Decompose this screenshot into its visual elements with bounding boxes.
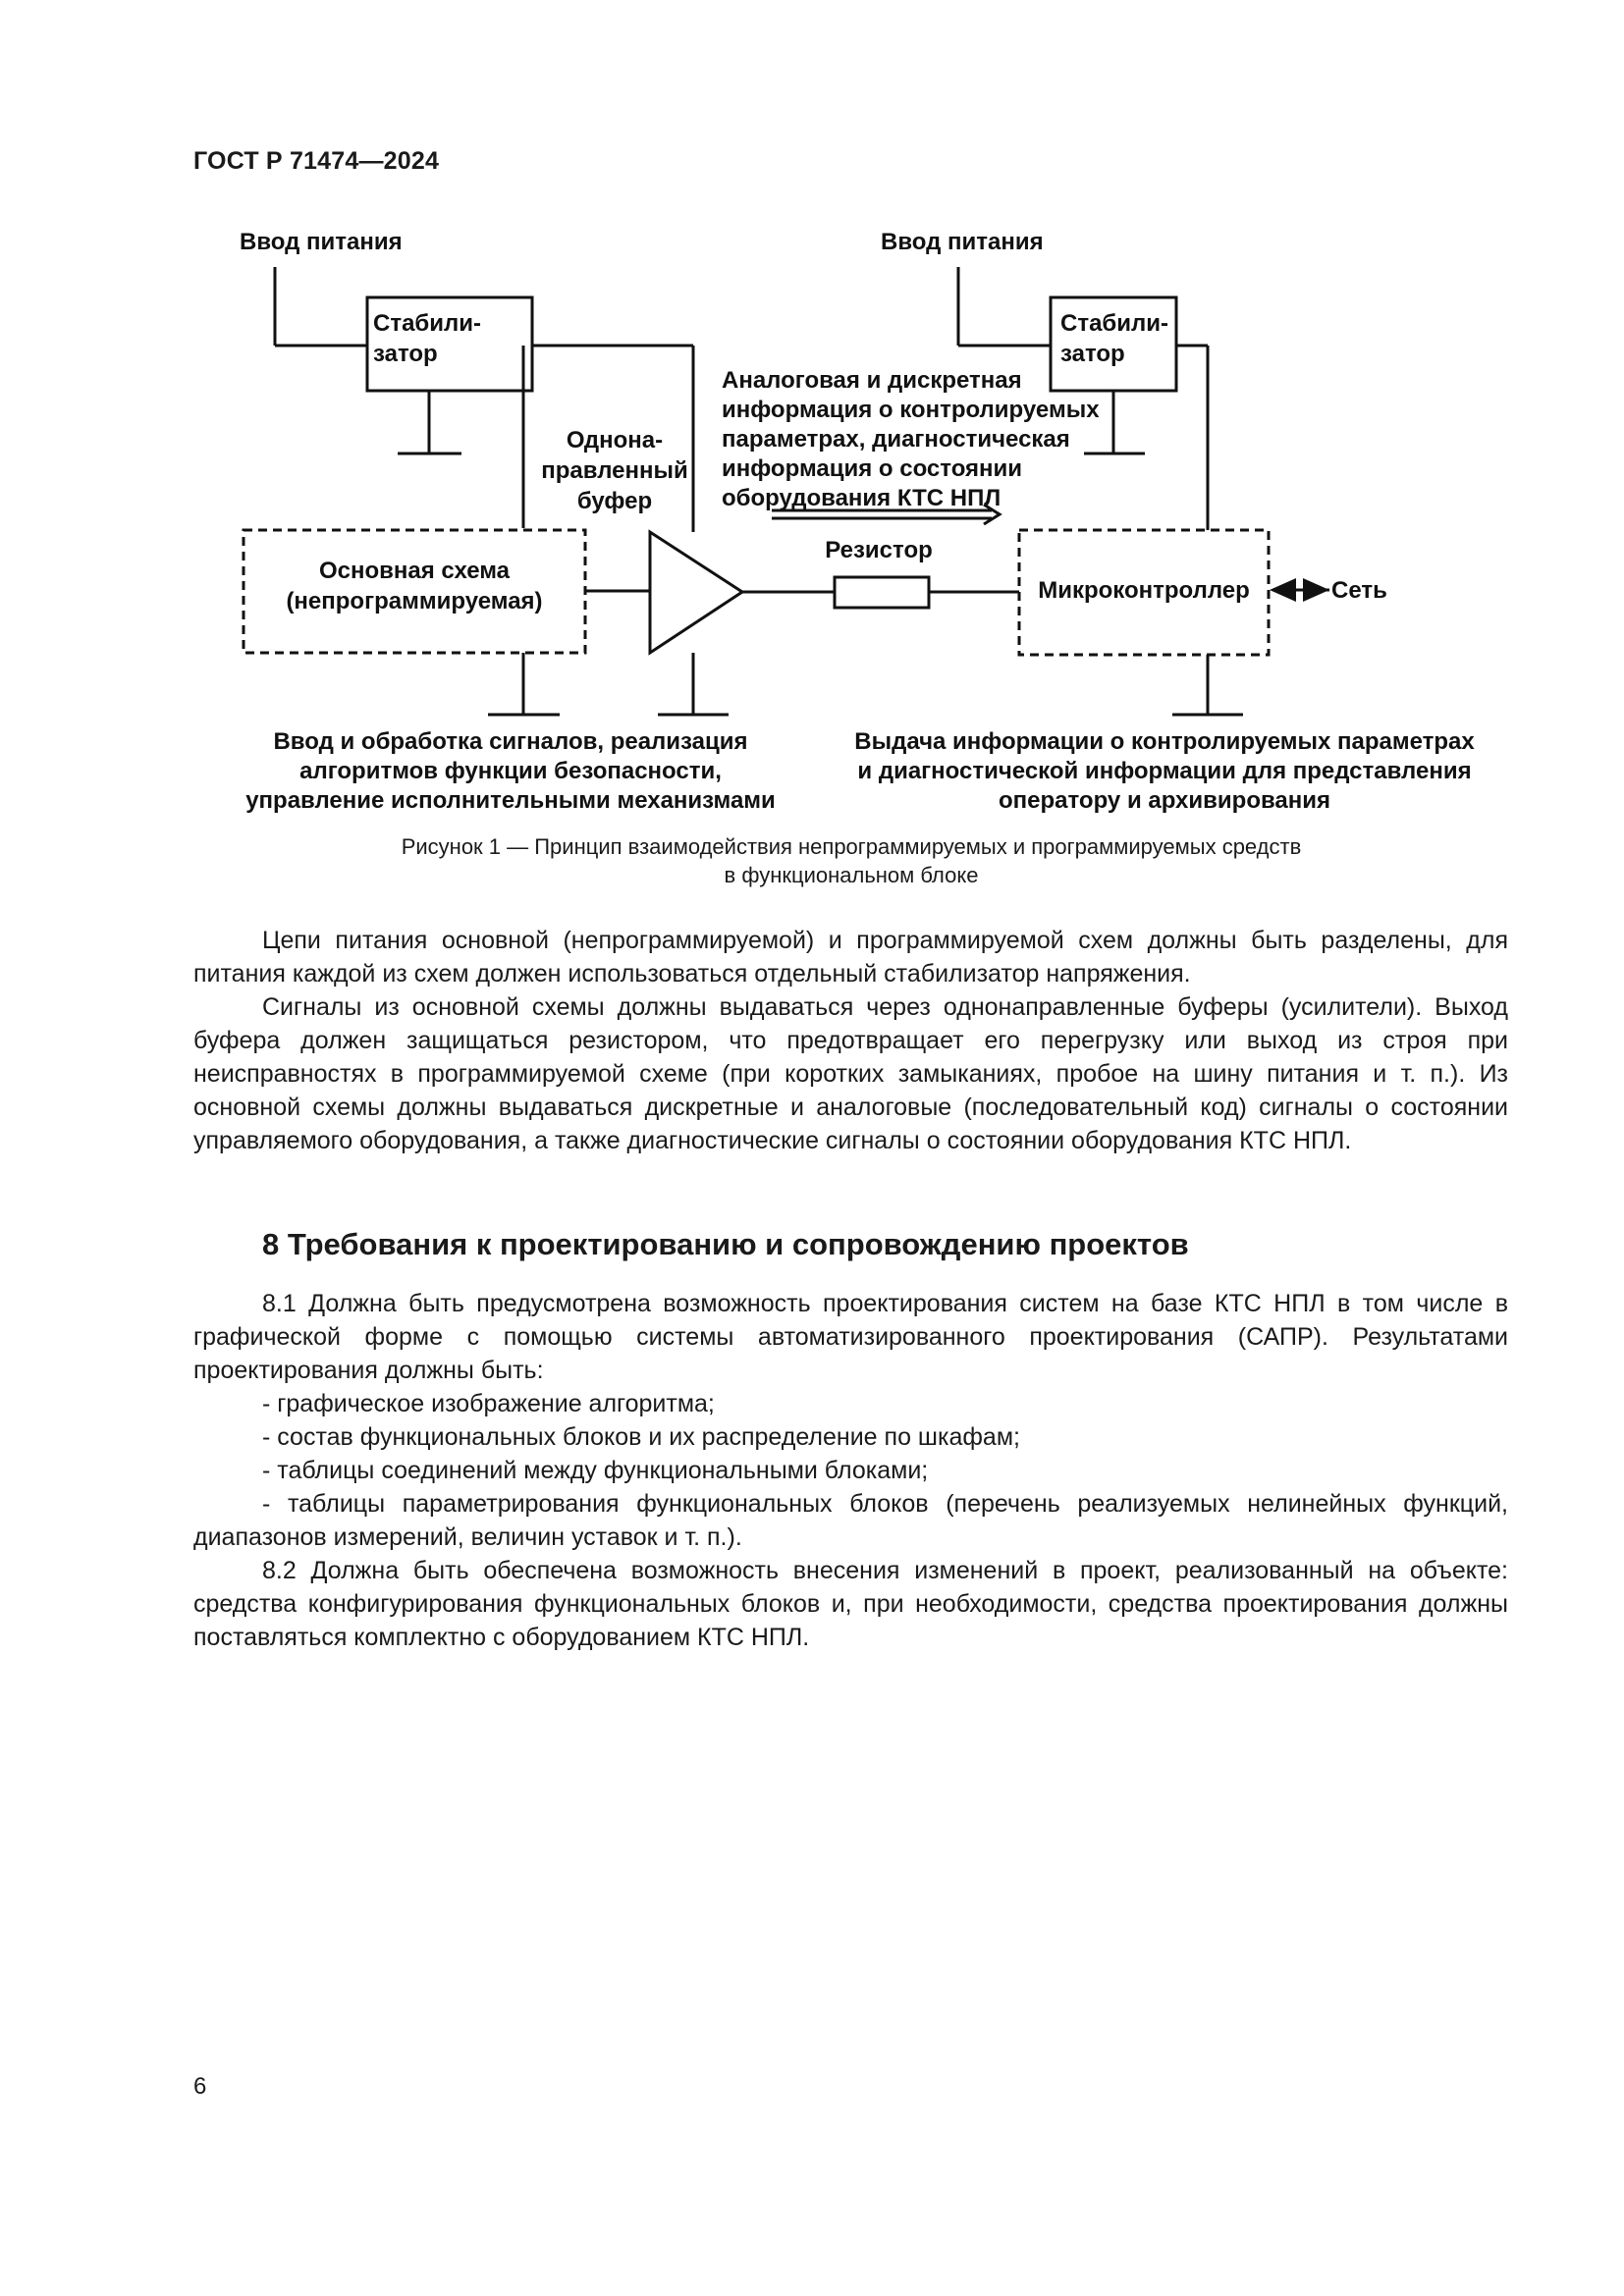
stabilizer-right-label-2: затор — [1060, 341, 1125, 367]
list-item: - графическое изображение алгоритма; — [262, 1390, 715, 1417]
figure-caption: Рисунок 1 — Принцип взаимодействия непро… — [193, 832, 1509, 889]
resistor-box — [833, 575, 931, 610]
microcontroller-label: Микроконтроллер — [1038, 577, 1250, 604]
buffer-label-2: правленный — [541, 457, 687, 484]
body-paragraphs-top: Цепи питания основной (непрограммируемой… — [193, 924, 1508, 1157]
power-input-right-label: Ввод питания — [881, 229, 1044, 255]
list-item: - таблицы параметрирования функциональны… — [193, 1490, 1508, 1551]
right-function-label-1: Выдача информации о контролируемых парам… — [854, 728, 1475, 755]
main-circuit-label-2: (непрограммируемая) — [286, 588, 542, 614]
buffer-label-1: Однона- — [567, 427, 663, 454]
microcontroller-box — [1017, 528, 1271, 657]
buffer-label-3: буфер — [577, 488, 652, 514]
right-function-label-2: и диагностической информации для предста… — [857, 758, 1471, 784]
stabilizer-right-label-1: Стабили- — [1060, 310, 1168, 337]
stabilizer-left-label-1: Стабили- — [373, 310, 481, 337]
info-label-2: информация о контролируемых — [722, 397, 1100, 423]
power-input-left-label: Ввод питания — [240, 229, 403, 255]
list-item: - таблицы соединений между функциональны… — [262, 1457, 929, 1484]
block-diagram: Ввод питания Ввод питания Стабили- затор… — [240, 229, 1475, 814]
document-code-header: ГОСТ Р 71474—2024 — [193, 147, 440, 175]
resistor-label: Резистор — [825, 537, 933, 563]
body-paragraphs-section: 8.1 Должна быть предусмотрена возможност… — [193, 1287, 1508, 1654]
paragraph-signals: Сигналы из основной схемы должны выдават… — [193, 993, 1508, 1154]
section-title: 8 Требования к проектированию и сопровож… — [262, 1227, 1189, 1261]
figure-caption-line-2: в функциональном блоке — [724, 863, 979, 887]
network-label: Сеть — [1331, 577, 1387, 604]
left-function-label-1: Ввод и обработка сигналов, реализация — [273, 728, 747, 755]
paragraph-8-1: 8.1 Должна быть предусмотрена возможност… — [193, 1290, 1508, 1384]
paragraph-power-circuits: Цепи питания основной (непрограммируемой… — [193, 927, 1508, 988]
figure-caption-line-1: Рисунок 1 — Принцип взаимодействия непро… — [401, 834, 1302, 859]
right-function-label-3: оператору и архивирования — [999, 787, 1330, 814]
info-label-3: параметрах, диагностическая — [722, 426, 1070, 453]
paragraph-8-2: 8.2 Должна быть обеспечена возможность в… — [193, 1557, 1508, 1651]
left-function-label-3: управление исполнительными механизмами — [245, 787, 776, 814]
buffer-triangle — [648, 529, 745, 656]
info-label-4: информация о состоянии — [722, 455, 1022, 482]
list-item: - состав функциональных блоков и их расп… — [262, 1423, 1020, 1451]
page-number: 6 — [193, 2073, 207, 2100]
stabilizer-left-label-2: затор — [373, 341, 438, 367]
left-function-label-2: алгоритмов функции безопасности, — [299, 758, 722, 784]
main-circuit-label-1: Основная схема — [319, 558, 511, 584]
info-label-5: оборудования КТС НПЛ — [722, 485, 1001, 511]
info-label-1: Аналоговая и дискретная — [722, 367, 1022, 394]
